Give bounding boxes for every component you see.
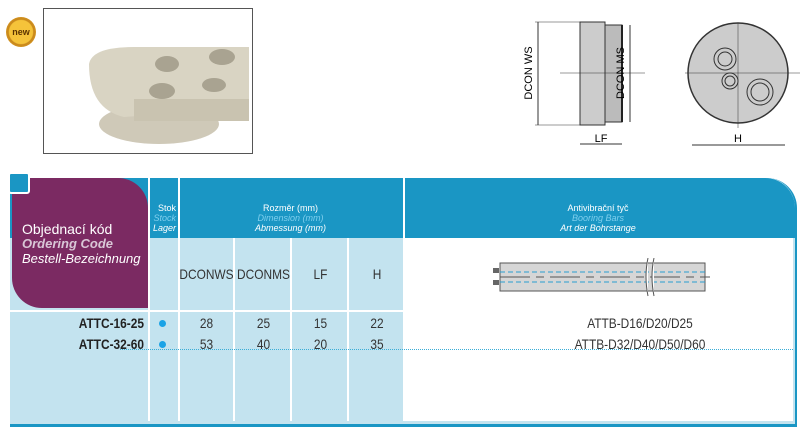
col-dconws: DCONWS (179, 266, 234, 282)
lf-value: 20 (313, 336, 328, 352)
ordering-en: Ordering Code (22, 236, 114, 251)
lf-value: 15 (313, 315, 328, 331)
ordering-de: Bestell-Bezeichnung (22, 251, 141, 266)
product-photo (43, 8, 253, 154)
h-value: 35 (370, 336, 384, 352)
ordering-code: ATTC-32-60 (78, 336, 144, 352)
dconws-value: 53 (199, 336, 214, 352)
lf-label: LF (595, 133, 608, 145)
dconms-value: 25 (256, 315, 271, 331)
col-h: H (372, 266, 382, 282)
dimension-header: Rozměr (mm)Dimension (mm)Abmessung (mm) (254, 203, 326, 233)
dconms-value: 40 (256, 336, 271, 352)
ordering-code-header: Objednací kód Ordering Code Bestell-Beze… (12, 178, 148, 308)
folder-tab-icon (8, 172, 30, 194)
boring-bar-image (493, 258, 710, 297)
stock-dot-icon (159, 320, 166, 327)
adapter-image (89, 47, 249, 144)
ordering-code: ATTC-16-25 (78, 315, 144, 331)
h-value: 22 (370, 315, 384, 331)
ordering-cz: Objednací kód (22, 221, 113, 237)
col-dconms: DCONMS (237, 266, 290, 282)
dcon-ws-label: DCON WS (523, 46, 535, 99)
dconws-value: 28 (199, 315, 214, 331)
bars-value: ATTB-D16/D20/D25 (587, 315, 693, 331)
new-badge: new (6, 17, 36, 47)
badge-label: new (12, 27, 30, 37)
technical-drawing: DCON WS DCON MS LF H (523, 21, 800, 146)
dcon-ms-label: DCON MS (615, 47, 627, 99)
col-lf: LF (313, 266, 328, 282)
stock-dot-icon (159, 341, 166, 348)
h-label: H (734, 133, 742, 145)
bars-value: ATTB-D32/D40/D50/D60 (574, 336, 706, 352)
